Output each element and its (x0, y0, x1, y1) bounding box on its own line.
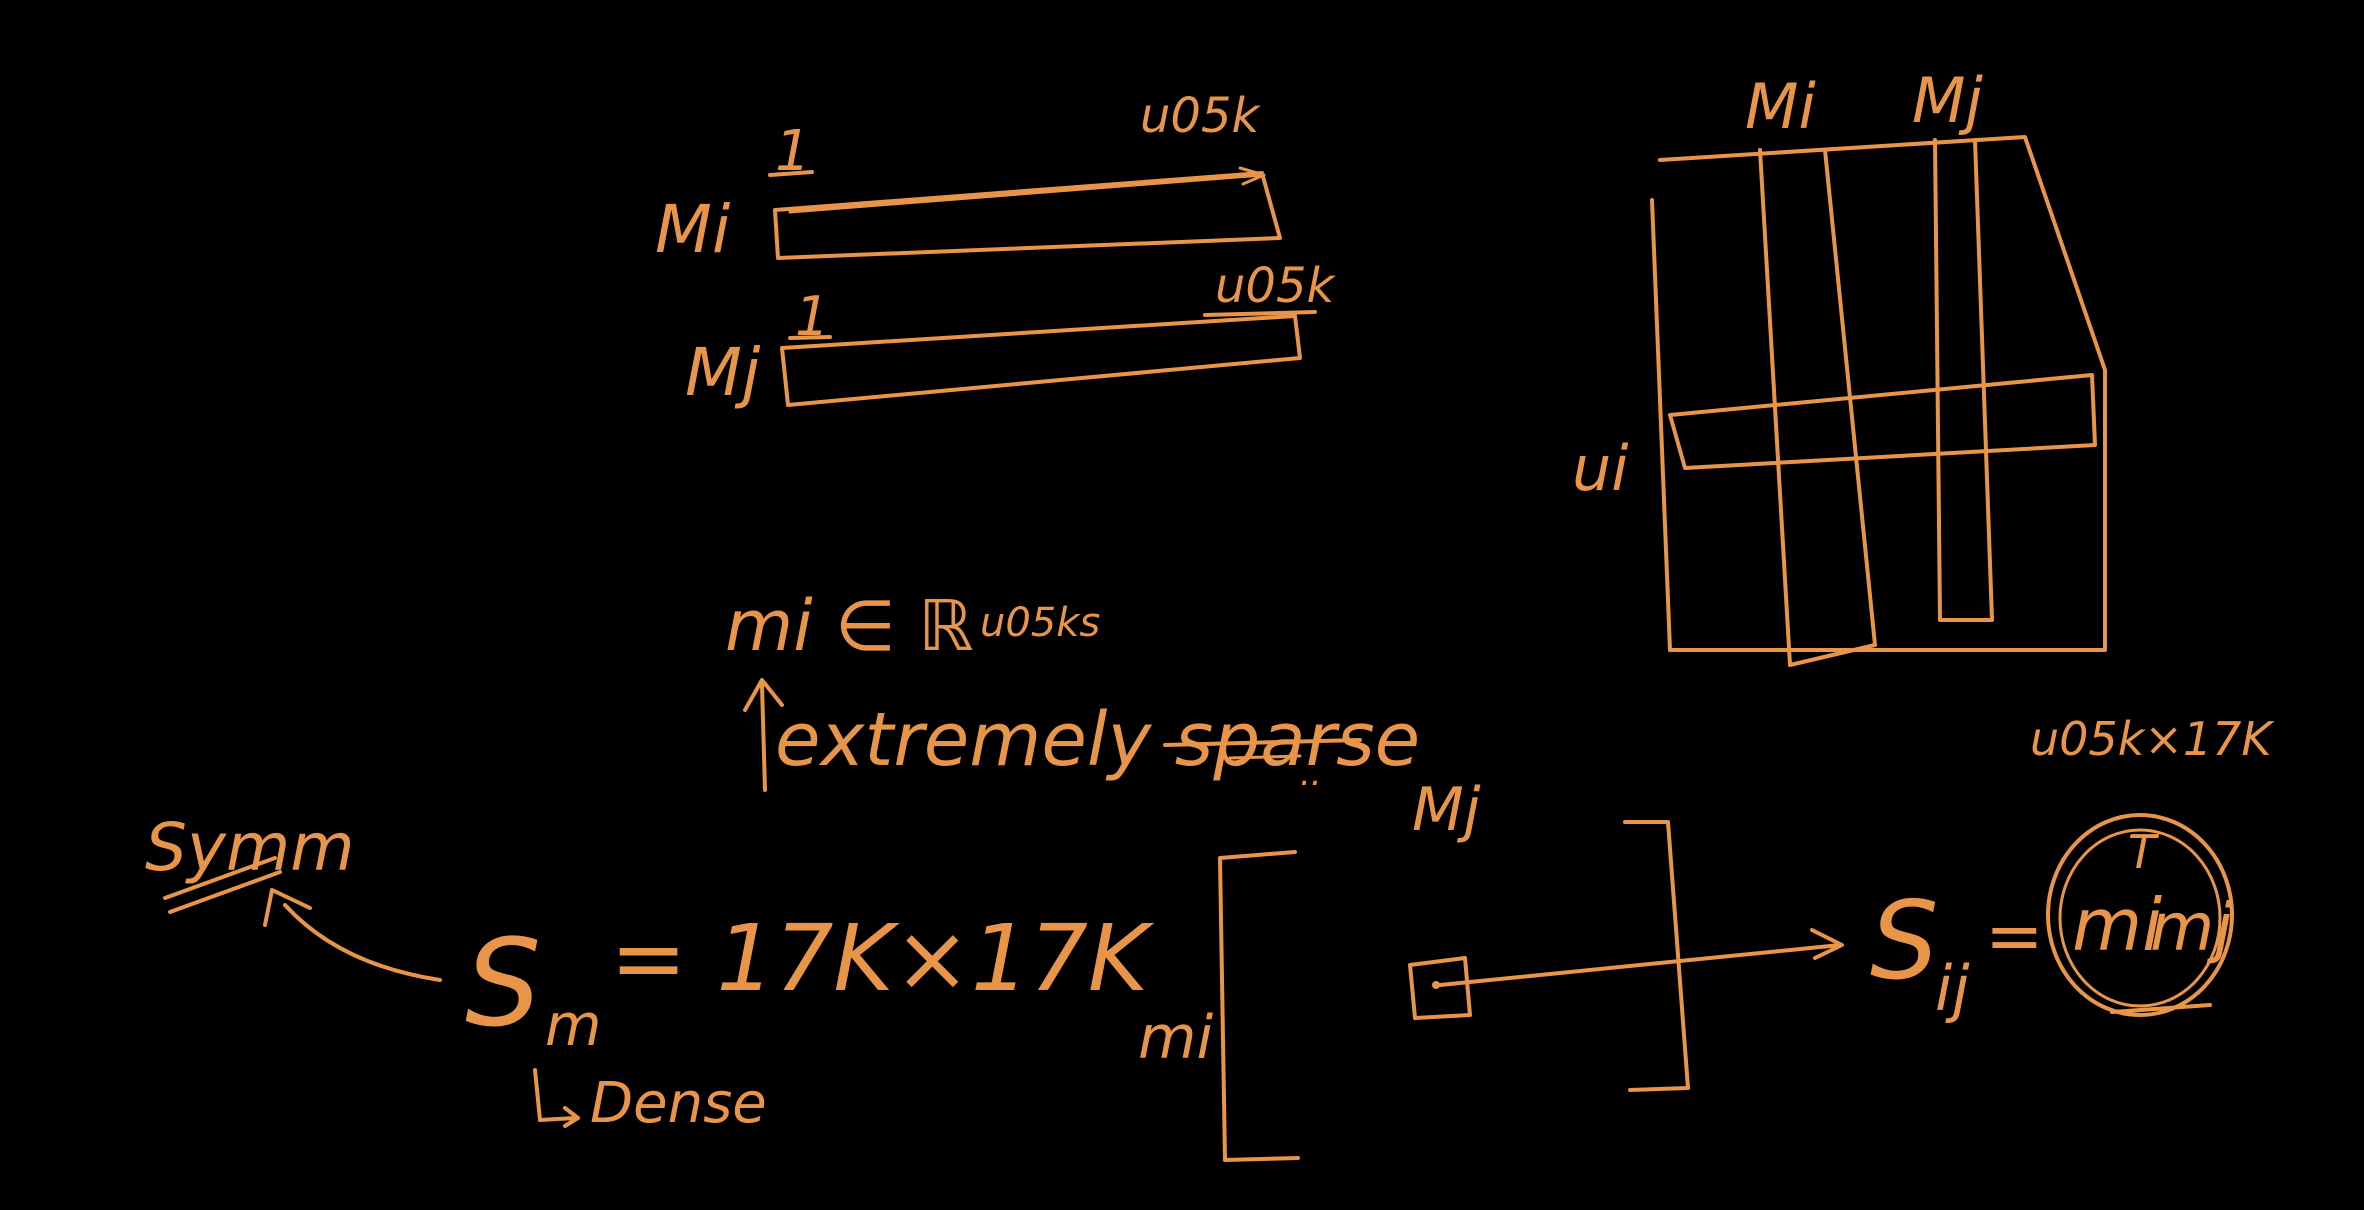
vector-mj-group: Mj 1 u05k (685, 258, 1337, 411)
dense-arrow (533, 1068, 580, 1128)
symm-underline-2 (168, 870, 282, 914)
sij-mi-transpose: mi (2072, 883, 2162, 967)
sij-equals: = (1985, 895, 2044, 977)
dense-label: Dense (590, 1071, 767, 1136)
matrix-column-mi (1758, 148, 1877, 667)
cell-dot (1432, 981, 1440, 989)
sparse-underline (1163, 738, 1362, 747)
sij-subscript: ij (1935, 952, 1970, 1025)
similarity-mi-label: mi (1138, 1003, 1213, 1073)
membership-note: mi ∈ ℝ u05ks extremely sparse .. (725, 585, 1420, 794)
vector-mi-label: Mi (655, 191, 731, 268)
sij-transpose-symbol: T (2128, 825, 2160, 879)
symm-label: Symm (145, 809, 355, 886)
vector-mj-label: Mj (685, 334, 761, 411)
similarity-size-note: u05k×17K (2030, 712, 2275, 766)
symm-arrow (263, 888, 442, 982)
cell-arrow (1438, 928, 1844, 987)
vector-mj-rect (780, 314, 1302, 407)
vector-mi-end-index: u05k (1140, 88, 1262, 144)
matrix-col-mi-label: Mi (1745, 70, 1816, 143)
matrix-column-mj (1933, 138, 1994, 622)
sij-circle-outer (2046, 813, 2234, 1017)
sparse-underline-2 (1228, 754, 1302, 760)
vector-mj-end-index: u05k (1215, 258, 1337, 314)
vector-mj-start-underline (788, 335, 832, 340)
bracket-right (1623, 820, 1690, 1092)
matrix-sketch: Mi Mj ui (1572, 64, 2107, 667)
matrix-col-mj-label: Mj (1912, 64, 1983, 137)
membership-text: mi ∈ ℝ (725, 585, 974, 667)
vector-mj-end-underline (1203, 310, 1317, 317)
vector-mi-underline (768, 170, 814, 177)
sparse-dots: .. (1300, 754, 1322, 794)
sij-circle-inner (2058, 828, 2222, 1008)
vector-mi-rect (773, 171, 1282, 260)
membership-subscript: u05ks (980, 600, 1100, 646)
matrix-row-ui (1668, 373, 2097, 470)
sm-rhs: = 17K×17K (610, 905, 1155, 1012)
vector-mi-arrow (788, 166, 1266, 214)
bracket-left (1218, 850, 1300, 1162)
sij-lhs: S (1870, 879, 1939, 1004)
sm-note: Symm S m = 17K×17K Dense (145, 809, 1155, 1136)
cell-square (1408, 956, 1472, 1020)
sm-lhs: S (465, 915, 541, 1054)
matrix-row-ui-label: ui (1572, 432, 1629, 505)
sm-subscript: m (545, 991, 602, 1059)
sparse-arrow (743, 678, 784, 792)
similarity-note: Mj mi u05k×17K S ij = mi T mj (1138, 712, 2275, 1162)
similarity-mj-label: Mj (1412, 775, 1481, 845)
sij-mj: mj (2150, 889, 2233, 966)
sij-underline (2110, 1003, 2212, 1014)
matrix-outline (1650, 135, 2107, 652)
vector-mi-group: Mi 1 u05k (655, 88, 1282, 268)
symm-underline-1 (163, 856, 277, 900)
